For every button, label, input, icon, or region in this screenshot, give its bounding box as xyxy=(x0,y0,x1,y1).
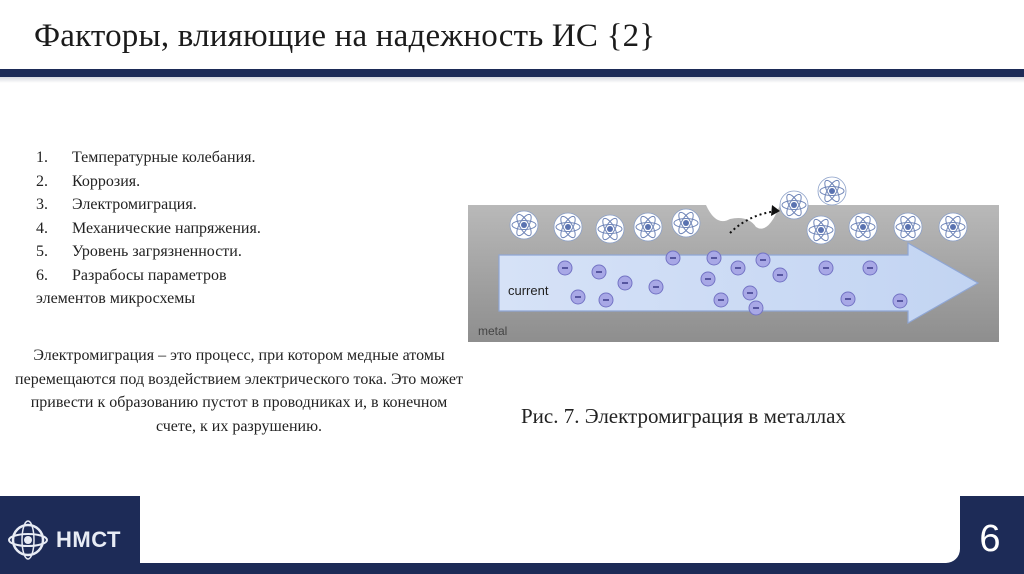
electromigration-figure: current metal xyxy=(468,176,999,342)
list-item-text: Коррозия. xyxy=(72,172,141,190)
list-item-number: 2. xyxy=(36,172,48,190)
list-item-number: 3. xyxy=(36,196,48,213)
list-item: 1. Температурные колебания. xyxy=(36,146,261,170)
list-item: 2. Коррозия. xyxy=(36,170,261,194)
page-number: 6 xyxy=(979,518,1001,560)
migration-arrowhead xyxy=(771,205,780,216)
list-item-continuation: элементов микросхемы xyxy=(36,287,261,311)
metal-label: metal xyxy=(478,324,507,338)
list-item-text: Механические напряжения. xyxy=(72,219,261,237)
list-item-text: Разрабосы параметров xyxy=(72,266,227,284)
title-underline-bar xyxy=(0,69,1024,77)
current-label: current xyxy=(508,283,549,298)
slide-title: Факторы, влияющие на надежность ИС {2} xyxy=(34,18,656,54)
list-item-number: 5. xyxy=(36,243,48,260)
current-arrow xyxy=(498,241,980,325)
footer-white-panel xyxy=(140,496,960,563)
title-bar-shadow xyxy=(0,77,1024,83)
list-item-number: 4. xyxy=(36,219,48,237)
migration-path xyxy=(729,210,777,234)
list-item-text: Уровень загрязненности. xyxy=(72,243,242,260)
list-item-continuation-text: элементов микросхемы xyxy=(36,290,196,307)
logo-text: НМСТ xyxy=(56,527,121,552)
list-item: 6. Разрабосы параметров xyxy=(36,264,261,288)
list-item-number: 1. xyxy=(36,149,48,166)
list-item: 5. Уровень загрязненности. xyxy=(36,240,261,264)
figure-caption: Рис. 7. Электромиграция в металлах xyxy=(521,404,846,428)
list-item-number: 6. xyxy=(36,266,48,284)
factor-list: 1. Температурные колебания. 2. Коррозия. 3… xyxy=(36,146,261,311)
list-item: 3. Электромиграция. xyxy=(36,193,261,217)
nmst-logo-icon xyxy=(8,520,48,560)
void-notch xyxy=(706,205,780,229)
list-item-text: Электромиграция. xyxy=(72,196,197,213)
list-item-text: Температурные колебания. xyxy=(72,149,256,166)
list-item: 4. Механические напряжения. xyxy=(36,217,261,241)
electromigration-description: Электромиграция – это процесс, при котор… xyxy=(15,347,463,435)
logo: НМСТ xyxy=(8,520,121,560)
